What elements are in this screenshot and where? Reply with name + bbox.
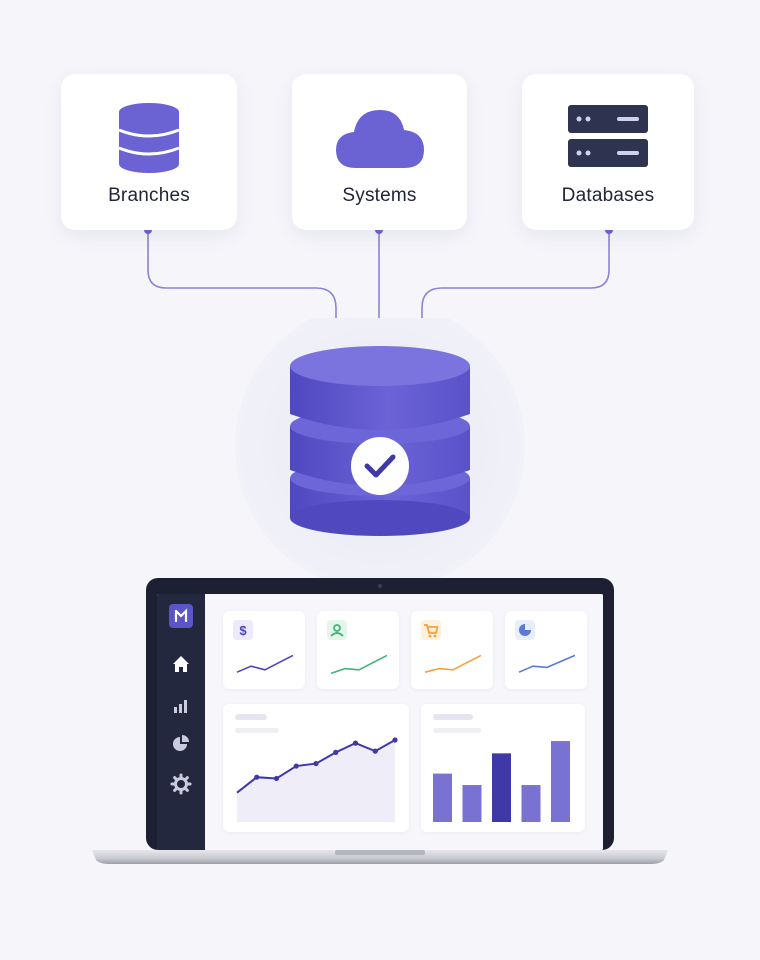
laptop-screen: $ bbox=[146, 578, 614, 850]
bar-chart-panel[interactable] bbox=[421, 704, 585, 832]
pie-icon bbox=[515, 620, 535, 640]
sparkline-series bbox=[518, 654, 576, 673]
source-label: Systems bbox=[342, 185, 417, 206]
line-point bbox=[273, 775, 280, 782]
camera-dot bbox=[378, 584, 382, 588]
line-point bbox=[333, 749, 339, 755]
bar-chart bbox=[433, 741, 570, 822]
line-point bbox=[352, 740, 359, 746]
database-icon bbox=[118, 103, 180, 173]
bar bbox=[462, 785, 482, 822]
line-point bbox=[254, 774, 260, 780]
panel-subtitle-placeholder bbox=[433, 728, 481, 733]
dollar-icon: $ bbox=[233, 620, 253, 640]
line-point bbox=[392, 737, 398, 743]
central-database-hub bbox=[235, 318, 525, 578]
arrow-branches bbox=[147, 230, 344, 332]
kpi-card[interactable] bbox=[505, 611, 587, 689]
bar bbox=[521, 785, 541, 822]
bar bbox=[433, 773, 452, 822]
source-card-branches: Branches bbox=[61, 74, 237, 230]
sparkline-series bbox=[330, 654, 388, 675]
bar bbox=[551, 741, 570, 822]
home-icon[interactable] bbox=[169, 652, 193, 676]
kpi-card[interactable] bbox=[411, 611, 493, 689]
line-point bbox=[372, 748, 378, 754]
logo-icon[interactable] bbox=[169, 604, 193, 628]
dashboard-sidebar bbox=[157, 594, 205, 850]
line-point bbox=[313, 760, 319, 767]
source-card-databases: Databases bbox=[522, 74, 694, 230]
line-area bbox=[237, 740, 395, 822]
source-label: Databases bbox=[561, 185, 655, 206]
arrow-databases bbox=[414, 230, 610, 332]
bar bbox=[492, 753, 511, 822]
sparkline-series bbox=[236, 654, 294, 673]
panel-subtitle-placeholder bbox=[235, 728, 279, 733]
pie-chart-icon[interactable] bbox=[169, 732, 193, 756]
kpi-card[interactable]: $ bbox=[223, 611, 305, 689]
gear-icon[interactable] bbox=[169, 772, 193, 796]
source-label: Branches bbox=[108, 185, 190, 206]
user-icon bbox=[327, 620, 347, 640]
kpi-sparkline bbox=[424, 654, 482, 673]
dashboard-main: $ bbox=[205, 594, 603, 850]
server-icon bbox=[568, 105, 648, 167]
laptop: $ bbox=[90, 576, 670, 886]
laptop-base bbox=[92, 850, 668, 864]
kpi-sparkline bbox=[330, 654, 388, 675]
kpi-card[interactable] bbox=[317, 611, 399, 689]
cloud-icon bbox=[335, 110, 424, 168]
sparkline-series bbox=[424, 654, 482, 673]
source-card-systems: Systems bbox=[292, 74, 467, 230]
panel-title-placeholder bbox=[433, 714, 473, 720]
dashboard: $ bbox=[157, 594, 603, 850]
svg-text:$: $ bbox=[239, 623, 247, 638]
panel-title-placeholder bbox=[235, 714, 267, 720]
line-chart-panel[interactable] bbox=[223, 704, 409, 832]
cart-icon bbox=[421, 620, 441, 640]
line-chart bbox=[236, 737, 398, 822]
line-point bbox=[293, 763, 299, 769]
bar-chart-icon[interactable] bbox=[169, 694, 193, 718]
checkmark-icon bbox=[351, 437, 409, 495]
kpi-sparkline bbox=[518, 654, 576, 673]
kpi-sparkline bbox=[236, 654, 294, 673]
